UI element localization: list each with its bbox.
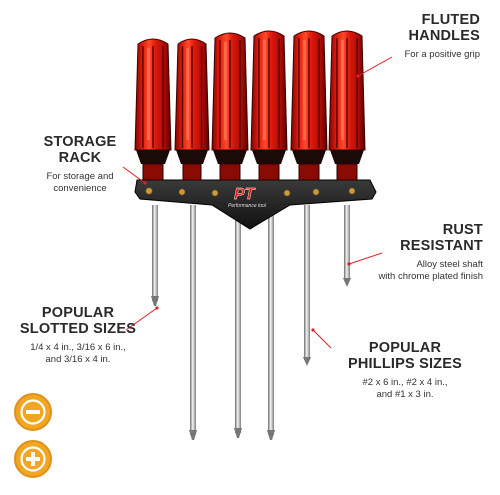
- svg-text:PT: PT: [234, 186, 256, 203]
- callout-fluted-handles: FLUTED HANDLES For a positive grip: [360, 12, 480, 61]
- callout-slotted-sizes: POPULAR SLOTTED SIZES 1/4 x 4 in., 3/16 …: [15, 305, 141, 366]
- slotted-title-1: POPULAR: [41, 305, 115, 321]
- rack-screws: [145, 187, 356, 197]
- tip-4: [267, 430, 275, 440]
- handle-5: [290, 30, 328, 181]
- fluted-desc: For a positive grip: [404, 49, 480, 60]
- tip-1: [151, 296, 159, 306]
- svg-text:Performance tool: Performance tool: [228, 203, 267, 209]
- phillips-desc-2: and #1 x 3 in.: [376, 389, 434, 400]
- plus-icon: [20, 446, 46, 472]
- rust-title-2: RESISTANT: [400, 238, 483, 254]
- rust-desc-1: Alloy steel shaft: [416, 259, 483, 270]
- handle-6: [328, 30, 366, 181]
- callout-phillips-sizes: POPULAR PHILLIPS SIZES #2 x 6 in., #2 x …: [330, 340, 480, 401]
- tip-6: [343, 278, 351, 287]
- shaft-1: [152, 205, 158, 301]
- shaft-3: [235, 205, 241, 433]
- handles: [134, 30, 366, 181]
- handle-1: [134, 38, 172, 181]
- callout-storage-rack: STORAGE RACK For storage and convenience: [25, 134, 135, 195]
- tip-5: [303, 357, 311, 366]
- fluted-title-2: HANDLES: [408, 28, 480, 44]
- storage-desc-1: For storage and: [46, 171, 114, 182]
- slotted-badge: [14, 393, 52, 431]
- shaft-4: [268, 205, 274, 435]
- slotted-desc-1: 1/4 x 4 in., 3/16 x 6 in.,: [30, 342, 126, 353]
- fluted-title-1: FLUTED: [421, 12, 480, 28]
- rust-title-1: RUST: [442, 222, 483, 238]
- shaft-2: [190, 205, 196, 435]
- slotted-desc-2: and 3/16 x 4 in.: [45, 354, 111, 365]
- storage-title-1: STORAGE: [43, 134, 117, 150]
- phillips-title-1: POPULAR: [368, 340, 442, 356]
- storage-desc-2: convenience: [53, 183, 107, 194]
- callout-rust-resistant: RUST RESISTANT Alloy steel shaft with ch…: [355, 222, 483, 283]
- handle-3: [211, 32, 249, 181]
- phillips-desc-1: #2 x 6 in., #2 x 4 in.,: [362, 377, 448, 388]
- handle-4: [250, 30, 288, 181]
- shaft-6: [344, 205, 350, 281]
- tip-2: [189, 430, 197, 440]
- slotted-title-2: SLOTTED SIZES: [19, 321, 137, 337]
- phillips-title-2: PHILLIPS SIZES: [348, 356, 462, 372]
- leader-lines: [122, 56, 393, 349]
- minus-icon: [20, 399, 46, 425]
- storage-title-2: RACK: [58, 150, 102, 166]
- pt-logo: PT Performance tool: [228, 186, 267, 209]
- handle-2: [174, 38, 210, 181]
- rust-desc-2: with chrome plated finish: [378, 271, 483, 282]
- tip-3: [234, 428, 242, 438]
- shafts: [151, 205, 351, 440]
- phillips-badge: [14, 440, 52, 478]
- shaft-5: [304, 205, 310, 360]
